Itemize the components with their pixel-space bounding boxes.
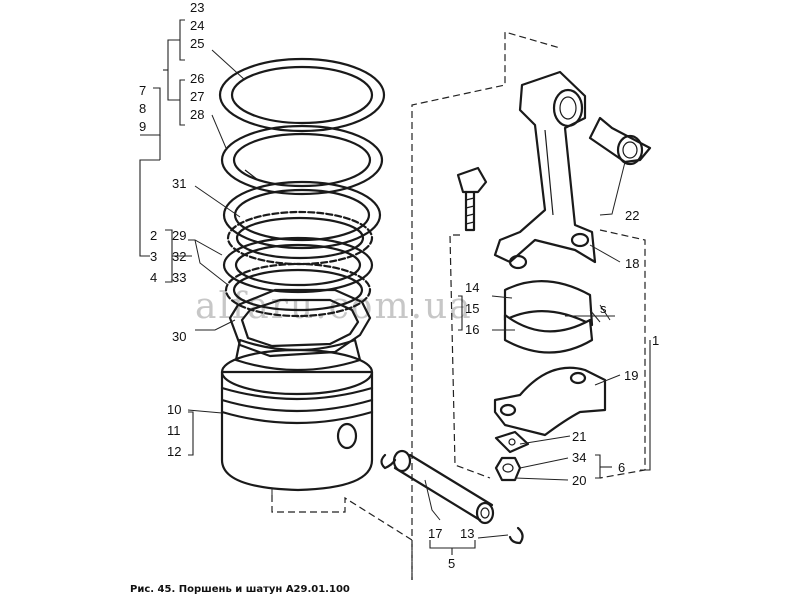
label-33: 33 <box>172 270 186 285</box>
label-24: 24 <box>190 18 204 33</box>
part-labels: 23 24 25 26 27 28 7 8 9 31 2 3 4 29 32 3… <box>139 0 659 571</box>
label-9: 9 <box>139 119 146 134</box>
bearing-shell-upper <box>503 280 594 327</box>
label-16: 16 <box>465 322 479 337</box>
piston-pin <box>392 449 495 525</box>
label-14: 14 <box>465 280 479 295</box>
compression-ring-top <box>218 57 386 133</box>
label-21: 21 <box>572 429 586 444</box>
label-25: 25 <box>190 36 204 51</box>
label-1: 1 <box>652 333 659 348</box>
label-4: 4 <box>150 270 157 285</box>
label-26: 26 <box>190 71 204 86</box>
label-29: 29 <box>172 228 186 243</box>
label-22: 22 <box>625 208 639 223</box>
label-32: 32 <box>172 249 186 264</box>
connecting-rod-cap <box>493 366 607 437</box>
label-17: 17 <box>428 526 442 541</box>
label-3: 3 <box>150 249 157 264</box>
connecting-rod <box>493 70 597 270</box>
circlip-left <box>380 453 397 470</box>
label-27: 27 <box>190 89 204 104</box>
label-31: 31 <box>172 176 186 191</box>
label-5: 5 <box>448 556 455 571</box>
lock-plate <box>494 430 530 454</box>
label-12: 12 <box>167 444 181 459</box>
width-dimension: s <box>565 301 615 323</box>
label-2: 2 <box>150 228 157 243</box>
label-6: 6 <box>618 460 625 475</box>
label-15: 15 <box>465 301 479 316</box>
leader-lines <box>187 49 626 539</box>
label-20: 20 <box>572 473 586 488</box>
label-13: 13 <box>460 526 474 541</box>
label-19: 19 <box>624 368 638 383</box>
figure-caption: Рис. 45. Поршень и шатун А29.01.100 <box>130 584 350 595</box>
label-18: 18 <box>625 256 639 271</box>
label-34: 34 <box>572 450 586 465</box>
ring-expander-lower <box>224 262 372 318</box>
assembly-axis-lines <box>271 31 646 580</box>
label-30: 30 <box>172 329 186 344</box>
label-10: 10 <box>167 402 181 417</box>
connecting-rod-nut <box>494 456 522 482</box>
oil-ring-segment <box>222 236 374 294</box>
label-7: 7 <box>139 83 146 98</box>
label-28: 28 <box>190 107 204 122</box>
svg-text:s: s <box>600 301 607 316</box>
label-23: 23 <box>190 0 204 15</box>
compression-ring-second <box>220 124 384 196</box>
connecting-rod-bolt <box>456 166 488 232</box>
oil-ring-rail <box>222 180 382 250</box>
group-brackets <box>139 19 651 555</box>
label-8: 8 <box>139 101 146 116</box>
label-11: 11 <box>167 423 181 438</box>
piston <box>220 338 374 492</box>
bearing-shell-lower <box>503 313 594 354</box>
circlip-right <box>508 526 524 545</box>
small-end-bushing <box>588 116 652 166</box>
